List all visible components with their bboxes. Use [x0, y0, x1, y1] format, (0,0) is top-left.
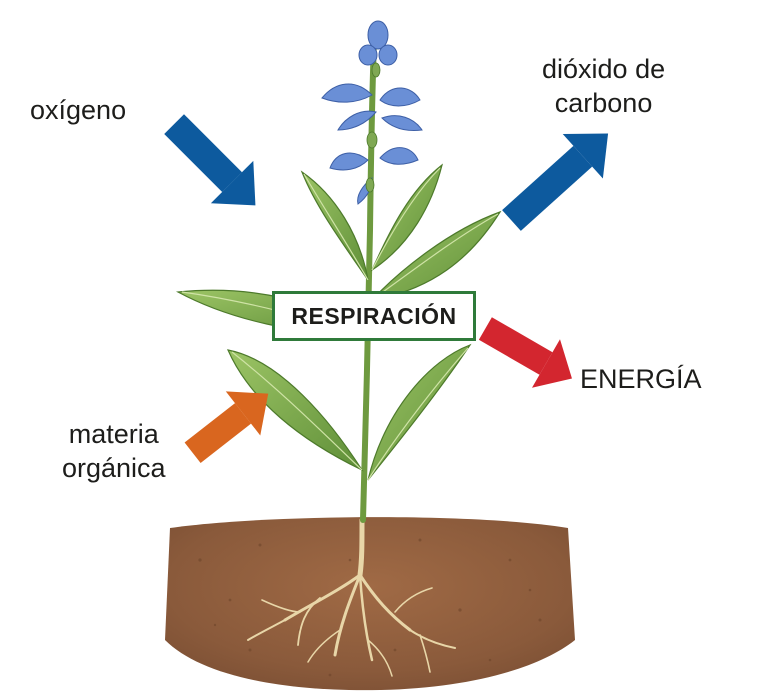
flowers [321, 20, 423, 205]
organic-matter-label-line1: materia [68, 419, 159, 449]
soil [165, 517, 575, 691]
energy-arrow [478, 317, 572, 388]
oxygen-arrow [164, 114, 256, 206]
respiration-title: RESPIRACIÓN [291, 302, 457, 329]
energy-label: ENERGÍA [580, 364, 702, 394]
roots [247, 517, 456, 677]
co2-label-line2: carbono [554, 88, 653, 118]
respiration-title-box: RESPIRACIÓN [272, 291, 476, 341]
organic-matter-label-line2: orgánica [62, 453, 166, 483]
organic-matter-label: materia orgánica [62, 417, 166, 485]
flower-buds [365, 62, 381, 193]
co2-arrow [502, 133, 609, 231]
stem [360, 37, 377, 523]
co2-label: dióxido de carbono [542, 52, 665, 120]
oxygen-label: oxígeno [30, 95, 127, 125]
co2-label-line1: dióxido de [542, 54, 666, 84]
organic-matter-arrow [184, 391, 269, 464]
